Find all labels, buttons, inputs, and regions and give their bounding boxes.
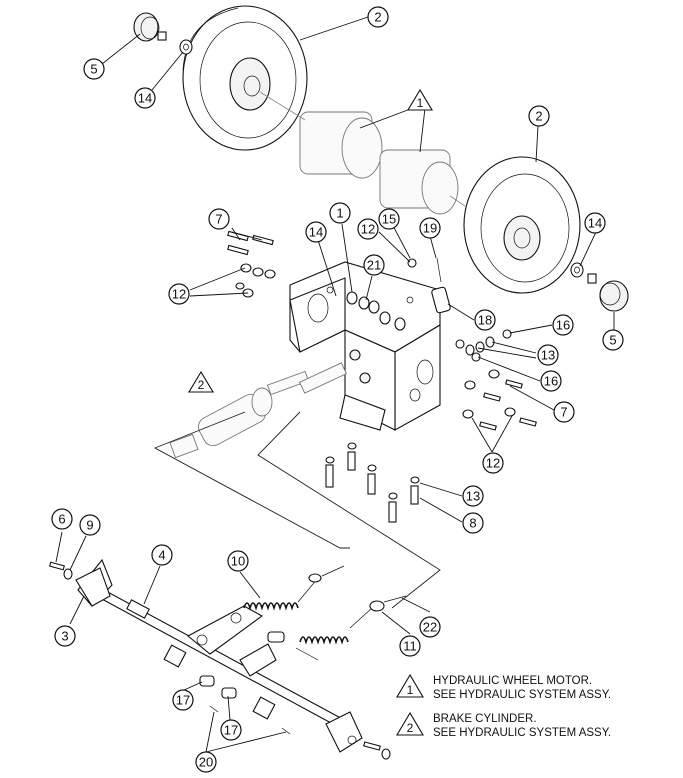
wheel-left bbox=[182, 5, 308, 151]
callout-2-right: 2 bbox=[528, 105, 550, 127]
svg-text:8: 8 bbox=[469, 516, 476, 531]
callout-10: 10 bbox=[227, 550, 249, 572]
svg-text:14: 14 bbox=[588, 216, 602, 231]
svg-text:13: 13 bbox=[466, 489, 480, 504]
svg-text:20: 20 bbox=[199, 755, 213, 770]
callout-16-top: 16 bbox=[552, 314, 574, 336]
svg-text:15: 15 bbox=[382, 212, 396, 227]
svg-text:7: 7 bbox=[560, 405, 567, 420]
svg-text:17: 17 bbox=[176, 693, 190, 708]
legend-item1-line1: HYDRAULIC WHEEL MOTOR. bbox=[433, 675, 592, 687]
callout-2-top: 2 bbox=[367, 6, 389, 28]
svg-text:13: 13 bbox=[541, 348, 555, 363]
svg-text:1: 1 bbox=[336, 206, 343, 221]
spring-upper bbox=[243, 565, 345, 611]
svg-text:14: 14 bbox=[309, 225, 323, 240]
legend-item1-line2: SEE HYDRAULIC SYSTEM ASSY. bbox=[433, 689, 611, 701]
svg-text:10: 10 bbox=[231, 554, 245, 569]
callout-7-right: 7 bbox=[553, 401, 575, 423]
svg-text:9: 9 bbox=[86, 518, 93, 533]
brake-cylinder bbox=[169, 362, 347, 459]
hub-cap-right bbox=[570, 262, 629, 312]
callout-5-top: 5 bbox=[83, 58, 105, 80]
svg-text:16: 16 bbox=[544, 374, 558, 389]
callout-9: 9 bbox=[79, 514, 101, 536]
svg-text:1: 1 bbox=[407, 683, 414, 697]
svg-text:12: 12 bbox=[172, 287, 186, 302]
callout-21: 21 bbox=[363, 254, 385, 276]
callout-11: 11 bbox=[399, 635, 421, 657]
svg-text:17: 17 bbox=[224, 723, 238, 738]
svg-text:7: 7 bbox=[215, 212, 222, 227]
svg-text:12: 12 bbox=[361, 222, 375, 237]
svg-text:22: 22 bbox=[423, 620, 437, 635]
callout-1: 1 bbox=[329, 202, 351, 224]
svg-text:3: 3 bbox=[61, 629, 68, 644]
svg-text:14: 14 bbox=[138, 91, 152, 106]
svg-text:12: 12 bbox=[486, 456, 500, 471]
callout-8: 8 bbox=[462, 512, 484, 534]
hydraulic-motors-ghost bbox=[259, 91, 466, 215]
svg-text:2: 2 bbox=[535, 109, 542, 124]
svg-text:21: 21 bbox=[367, 258, 381, 273]
svg-text:6: 6 bbox=[58, 512, 65, 527]
callout-14-right: 14 bbox=[584, 212, 606, 234]
legend: 1 HYDRAULIC WHEEL MOTOR. SEE HYDRAULIC S… bbox=[396, 673, 611, 739]
svg-text:5: 5 bbox=[609, 333, 616, 348]
svg-text:11: 11 bbox=[403, 639, 417, 654]
svg-text:19: 19 bbox=[423, 221, 437, 236]
callout-17-left: 17 bbox=[172, 689, 194, 711]
svg-text:5: 5 bbox=[90, 62, 97, 77]
callout-4: 4 bbox=[151, 544, 173, 566]
callout-19: 19 bbox=[419, 217, 441, 239]
brake-linkage bbox=[49, 558, 391, 760]
callout-14-mid: 14 bbox=[305, 221, 327, 243]
callout-7-top: 7 bbox=[208, 208, 230, 230]
callout-22: 22 bbox=[419, 616, 441, 638]
triangle-1-top: 1 bbox=[407, 88, 433, 111]
callout-17-right: 17 bbox=[220, 719, 242, 741]
legend-item2-line1: BRAKE CYLINDER. bbox=[433, 713, 537, 725]
svg-text:1: 1 bbox=[417, 96, 424, 110]
legend-triangle-2: 2 bbox=[396, 711, 424, 736]
callout-14-top: 14 bbox=[134, 87, 156, 109]
callout-12-left: 12 bbox=[168, 283, 190, 305]
svg-text:4: 4 bbox=[158, 548, 165, 563]
callout-13-right: 13 bbox=[537, 344, 559, 366]
svg-text:2: 2 bbox=[198, 378, 205, 392]
svg-text:18: 18 bbox=[478, 313, 492, 328]
wheel-right bbox=[463, 156, 581, 294]
triangle-2-cylinder: 2 bbox=[188, 370, 214, 393]
frame-hardware bbox=[227, 230, 537, 523]
callout-6: 6 bbox=[51, 508, 73, 530]
callout-12-top: 12 bbox=[357, 218, 379, 240]
callout-12-bottom: 12 bbox=[482, 452, 504, 474]
callout-5-right: 5 bbox=[602, 329, 624, 351]
spring-lower bbox=[295, 595, 407, 661]
callout-20: 20 bbox=[195, 751, 217, 773]
callout-15: 15 bbox=[378, 208, 400, 230]
leader-lines bbox=[55, 16, 615, 753]
routing-lines bbox=[153, 411, 441, 609]
svg-text:16: 16 bbox=[556, 318, 570, 333]
legend-triangle-1: 1 bbox=[396, 673, 424, 698]
svg-text:2: 2 bbox=[374, 10, 381, 25]
svg-text:2: 2 bbox=[407, 721, 414, 735]
callout-18: 18 bbox=[474, 309, 496, 331]
callout-3: 3 bbox=[54, 625, 76, 647]
callout-16-bottom: 16 bbox=[540, 370, 562, 392]
motor-mount-frame bbox=[289, 261, 441, 431]
callout-13-bottom: 13 bbox=[462, 485, 484, 507]
legend-item2-line2: SEE HYDRAULIC SYSTEM ASSY. bbox=[433, 727, 611, 739]
hub-cap-left bbox=[133, 12, 193, 55]
